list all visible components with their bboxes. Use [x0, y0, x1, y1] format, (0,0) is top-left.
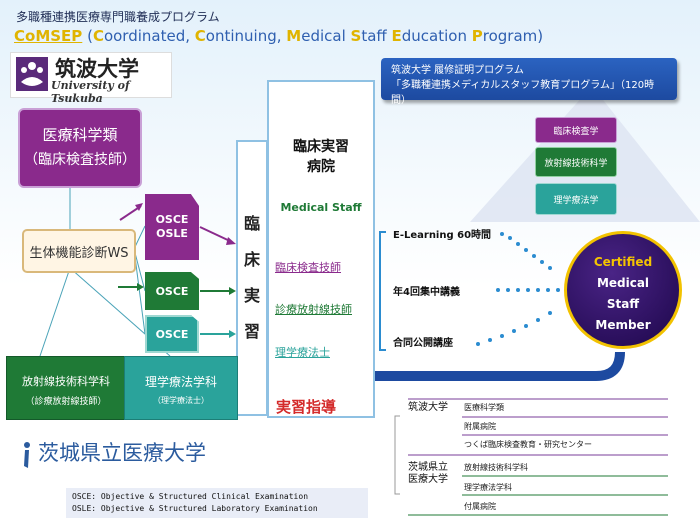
- tsukuba-item: 医療科学類: [464, 403, 504, 412]
- program-acronym: CoMSEP: [14, 27, 83, 45]
- tsukuba-name-jp: 筑波大学: [55, 56, 139, 81]
- ibaraki-institution-name: 茨城県立 医療大学: [408, 462, 448, 485]
- radiology-dept-box: 放射線技術科学科 （診療放射線技師）: [6, 356, 126, 420]
- medical-staff-label: Medical Staff: [280, 201, 362, 214]
- tsukuba-item: つくば臨床検査教育・研究センター: [464, 440, 592, 449]
- role-physical-therapist: 理学療法士: [275, 346, 330, 359]
- program-subtitle: 多職種連携医療専門職養成プログラム: [16, 10, 220, 24]
- ibaraki-item: 付属病院: [464, 502, 496, 511]
- clinical-practice-vertical: 臨 床 実 習: [236, 140, 268, 416]
- course-public: 合同公開講座: [393, 338, 453, 349]
- physical-therapy-dept-box: 理学療法学科 （理学療法士）: [124, 356, 238, 420]
- medical-science-faculty-box: 医療科学類 （臨床検査技師）: [18, 108, 142, 188]
- tsukuba-institution-name: 筑波大学: [408, 402, 448, 413]
- triangle-physical-therapy: 理学療法学: [535, 183, 617, 215]
- ibaraki-item: 放射線技術科学科: [464, 463, 528, 472]
- course-elearning: E-Learning 60時間: [393, 230, 492, 241]
- osce-teal-doc: OSCE: [145, 315, 199, 353]
- institutions-table: 筑波大学 医療科学類 附属病院 つくば臨床検査教育・研究センター 茨城県立 医療…: [406, 398, 668, 516]
- ibaraki-logo: 茨城県立医療大学: [22, 437, 206, 468]
- role-radiology-tech: 診療放射線技師: [275, 303, 352, 316]
- practice-guidance-label: 実習指導: [276, 398, 337, 416]
- legend-box: OSCE: Objective & Structured Clinical Ex…: [66, 488, 368, 518]
- paulownia-crest-icon: [16, 57, 48, 91]
- tsukuba-logo: 筑波大学 University of Tsukuba: [10, 52, 172, 105]
- program-full-name: (Coordinated, Continuing, Medical Staff …: [87, 27, 544, 45]
- osce-green-doc: OSCE: [145, 272, 199, 310]
- certificate-program-box: 筑波大学 履修証明プログラム 「多職種連携メディカルスタッフ教育プログラム」（1…: [381, 58, 677, 106]
- workshop-box: 生体機能診断WS: [22, 229, 136, 273]
- hospital-title: 臨床実習 病院: [293, 139, 349, 175]
- tsukuba-name-en: University of Tsukuba: [51, 79, 130, 105]
- triangle-radiology: 放射線技術科学: [535, 147, 617, 177]
- triangle-clinical-lab: 臨床検査学: [535, 117, 617, 143]
- legend-osle: OSLE: Objective & Structured Laboratory …: [72, 504, 318, 513]
- legend-osce: OSCE: Objective & Structured Clinical Ex…: [72, 492, 309, 501]
- tsukuba-item: 附属病院: [464, 422, 496, 431]
- program-acronym-line: CoMSEP (Coordinated, Continuing, Medical…: [14, 27, 543, 45]
- institution-lines: [408, 398, 668, 516]
- role-clinical-lab-tech: 臨床検査技師: [275, 261, 341, 274]
- certified-member-circle: Certified Medical Staff Member: [564, 231, 682, 349]
- clinical-hospital-column: 臨床実習 病院 Medical Staff 臨床検査技師 診療放射線技師 理学療…: [267, 80, 375, 418]
- ibaraki-mark-icon: [24, 441, 30, 468]
- ibaraki-item: 理学療法学科: [464, 483, 512, 492]
- course-intensive: 年4回集中講義: [393, 287, 460, 298]
